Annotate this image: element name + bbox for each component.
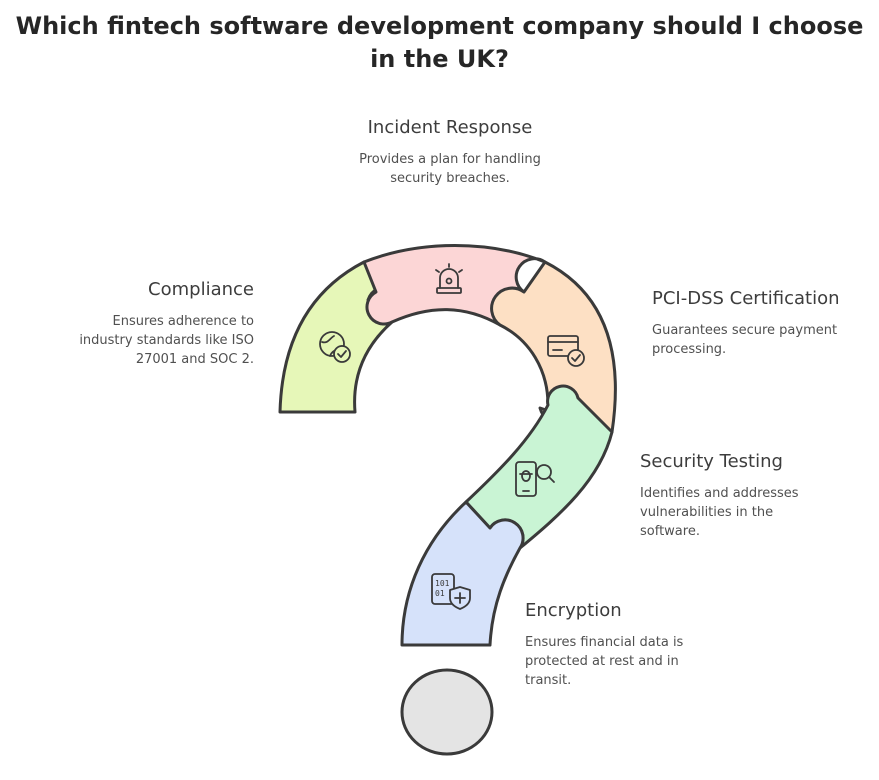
desc-encryption: Ensures financial data is protected at r… [525, 633, 755, 690]
desc-line: Ensures financial data is [525, 635, 684, 650]
desc-line: Ensures adherence to [112, 314, 254, 329]
desc-line: software. [640, 524, 700, 539]
label-compliance: Compliance Ensures adherence to industry… [20, 279, 254, 369]
heading-encryption: Encryption [525, 600, 622, 621]
mobile-bug-search-icon [515, 461, 555, 497]
alarm-siren-icon [435, 263, 463, 294]
svg-text:101: 101 [435, 579, 450, 588]
desc-line: processing. [652, 342, 727, 357]
globe-check-icon [319, 331, 351, 363]
desc-line: vulnerabilities in the [640, 505, 774, 520]
heading-pci-dss: PCI-DSS Certification [652, 288, 840, 309]
label-incident-response: Incident Response Provides a plan for ha… [300, 117, 600, 188]
diagram-title: Which fintech software development compa… [0, 10, 879, 76]
desc-line: 27001 and SOC 2. [135, 352, 254, 367]
heading-compliance: Compliance [148, 279, 254, 300]
heading-security-testing: Security Testing [640, 451, 783, 472]
desc-security-testing: Identifies and addresses vulnerabilities… [640, 484, 875, 541]
desc-line: Guarantees secure payment [652, 323, 838, 338]
desc-line: industry standards like ISO [79, 333, 254, 348]
desc-line: Identifies and addresses [640, 486, 799, 501]
segment-encryption [400, 500, 525, 647]
heading-incident-response: Incident Response [367, 117, 533, 138]
desc-compliance: Ensures adherence to industry standards … [20, 312, 254, 369]
label-security-testing: Security Testing Identifies and addresse… [640, 451, 875, 541]
svg-text:01: 01 [435, 589, 445, 598]
desc-pci-dss: Guarantees secure payment processing. [652, 321, 877, 359]
label-pci-dss: PCI-DSS Certification Guarantees secure … [652, 288, 877, 359]
desc-line: protected at rest and in [525, 654, 679, 669]
label-encryption: Encryption Ensures financial data is pro… [525, 600, 755, 690]
desc-line: Provides a plan for handling [359, 152, 541, 167]
desc-line: security breaches. [390, 171, 510, 186]
desc-incident-response: Provides a plan for handling security br… [300, 150, 600, 188]
desc-line: transit. [525, 673, 572, 688]
question-dot [400, 668, 494, 756]
title-line-1: Which fintech software development compa… [15, 12, 864, 40]
binary-shield-icon: 101 01 [431, 573, 471, 610]
card-check-icon [547, 335, 585, 367]
title-line-2: in the UK? [370, 45, 509, 73]
